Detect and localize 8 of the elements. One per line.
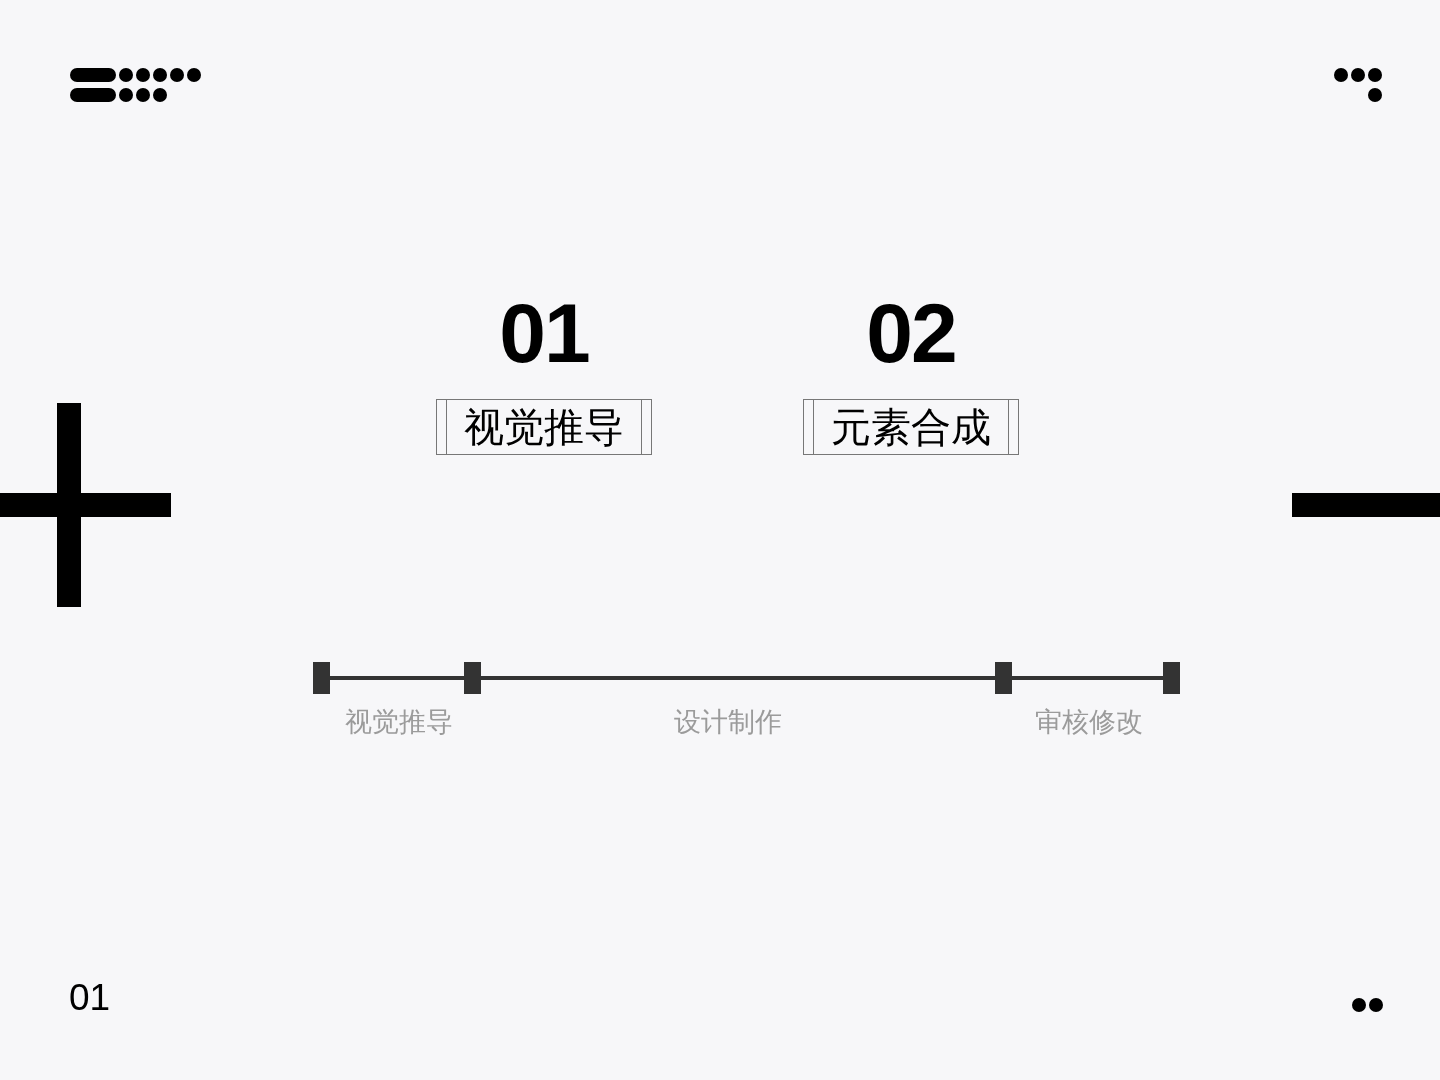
page-number: 01 — [69, 978, 111, 1018]
step-number: 02 — [866, 291, 956, 375]
timeline-label: 审核修改 — [1035, 706, 1143, 738]
timeline-label: 设计制作 — [674, 706, 782, 738]
step-number: 01 — [499, 291, 589, 375]
step-label-box: 视觉推导 — [436, 399, 652, 455]
timeline-label: 视觉推导 — [345, 706, 453, 738]
step-label-box: 元素合成 — [803, 399, 1019, 455]
